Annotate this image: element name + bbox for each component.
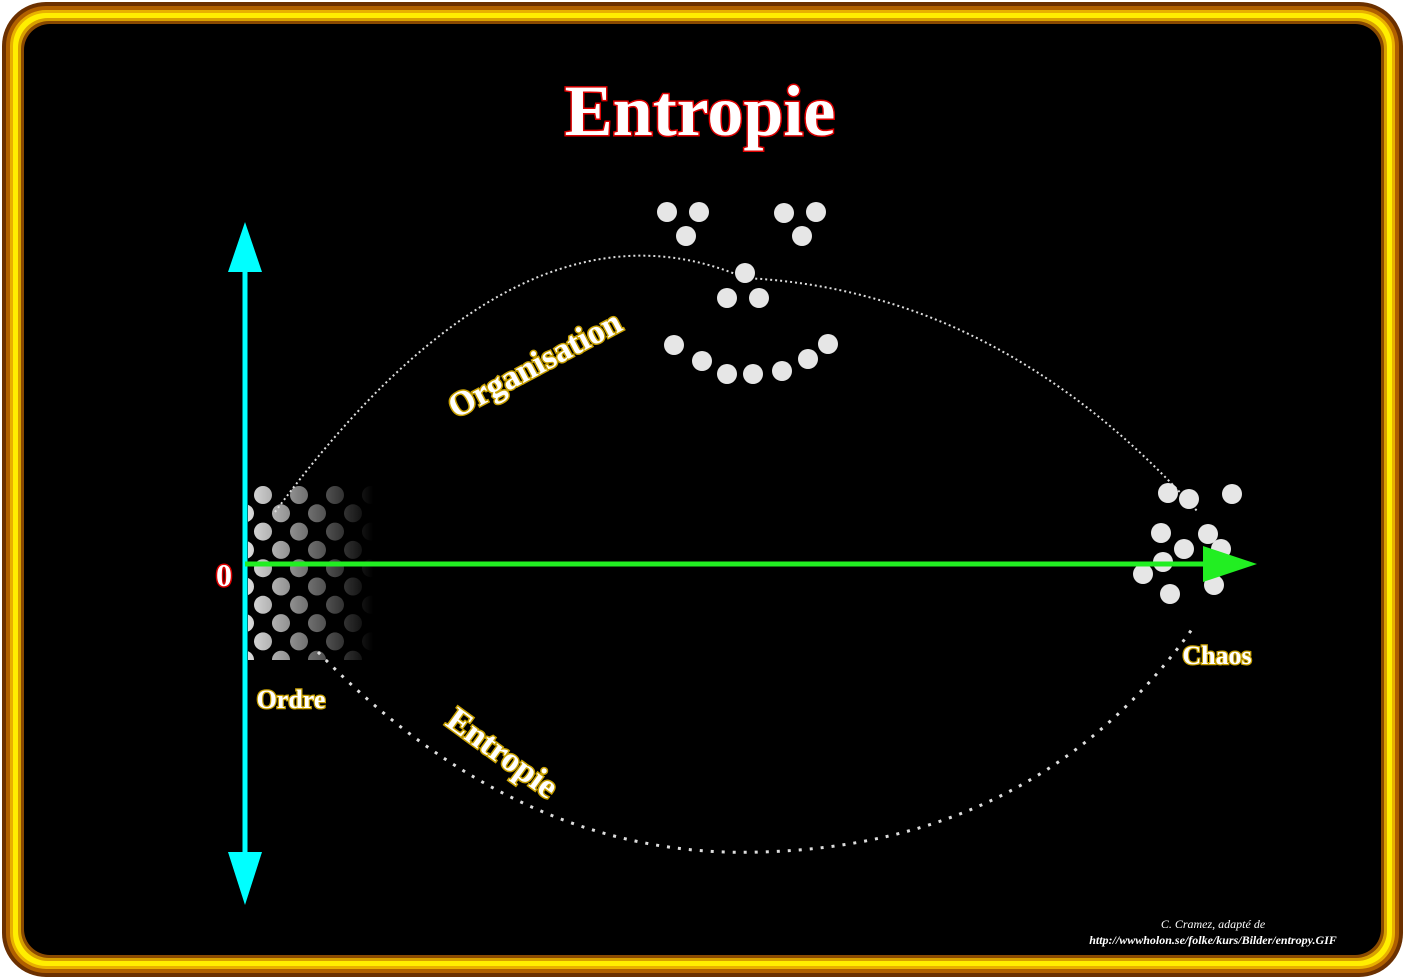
chaos-label: Chaos — [1182, 641, 1251, 670]
dot — [254, 632, 272, 651]
dot — [1222, 484, 1242, 504]
dot — [344, 540, 362, 559]
dot — [290, 522, 308, 541]
entropy-curve — [316, 624, 1197, 854]
dot — [308, 504, 326, 523]
dot — [308, 650, 326, 669]
dot — [308, 614, 326, 633]
dot — [272, 577, 290, 596]
arrow-right-icon — [1203, 546, 1257, 582]
dot — [1151, 523, 1171, 543]
arrow-up-icon — [228, 222, 262, 272]
page-title: Entropie — [565, 71, 836, 151]
dot — [657, 202, 677, 222]
dot — [326, 486, 344, 504]
credit-line-1: C. Cramez, adapté de — [1161, 917, 1266, 931]
dot — [798, 349, 818, 369]
dot — [290, 595, 308, 614]
dot — [362, 522, 380, 541]
dot — [689, 202, 709, 222]
dot — [1133, 564, 1153, 584]
dot — [326, 632, 344, 651]
dot — [272, 614, 290, 633]
dot — [692, 351, 712, 371]
smiley-dots — [657, 202, 838, 384]
dot — [749, 288, 769, 308]
dot — [290, 486, 308, 504]
dot — [344, 650, 362, 669]
dot — [818, 334, 838, 354]
ordre-label: Ordre — [257, 685, 326, 714]
dot — [676, 226, 696, 246]
dot — [664, 335, 684, 355]
dot — [344, 577, 362, 596]
dot — [272, 650, 290, 669]
horizontal-axis — [245, 546, 1257, 582]
arrow-down-icon — [228, 852, 262, 905]
credit-line-2: http://wwwholon.se/folke/kurs/Bilder/ent… — [1089, 933, 1337, 947]
dot — [362, 632, 380, 651]
organisation-curve — [274, 254, 1199, 513]
origin-label: 0 — [216, 557, 232, 593]
dot — [326, 595, 344, 614]
dot — [344, 504, 362, 523]
dot — [717, 288, 737, 308]
dot — [806, 202, 826, 222]
dot — [308, 540, 326, 559]
dot — [1174, 539, 1194, 559]
dot — [362, 595, 380, 614]
dot — [290, 632, 308, 651]
dot — [735, 263, 755, 283]
dot — [792, 226, 812, 246]
dot — [362, 486, 380, 504]
dot — [272, 504, 290, 523]
dot — [254, 595, 272, 614]
dot — [254, 522, 272, 541]
dot — [743, 364, 763, 384]
dot — [1198, 524, 1218, 544]
dot — [772, 361, 792, 381]
dot — [254, 486, 272, 504]
dot — [308, 577, 326, 596]
dot — [326, 522, 344, 541]
dot — [344, 614, 362, 633]
dot — [774, 203, 794, 223]
dot — [1179, 489, 1199, 509]
dot — [1158, 483, 1178, 503]
dot — [272, 540, 290, 559]
dot — [1160, 584, 1180, 604]
dot — [717, 364, 737, 384]
